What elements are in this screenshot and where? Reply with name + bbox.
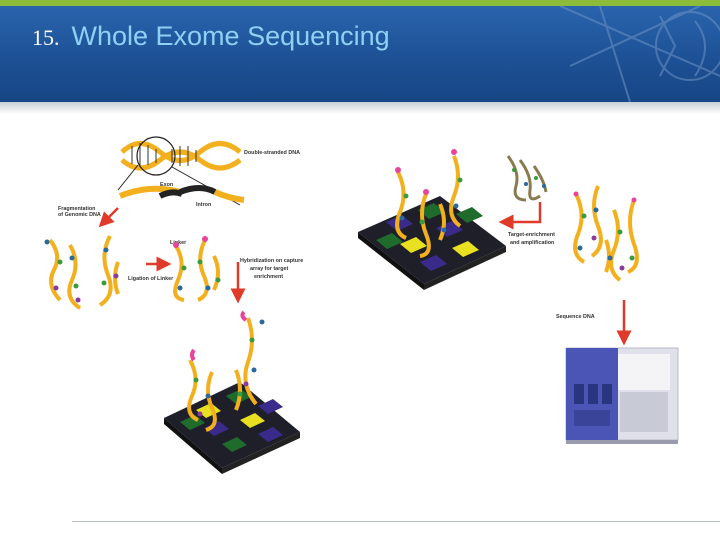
slide-number: 15. <box>32 25 60 50</box>
exon-intron-strand <box>118 185 245 203</box>
label-linker: Linker <box>170 240 187 246</box>
label-sequence: Sequence DNA <box>556 314 595 320</box>
label-hybrid-1: Hybridization on capture <box>240 258 303 264</box>
captured-dna-clump <box>506 155 548 202</box>
amplified-fragments <box>573 185 639 282</box>
label-ligation: Ligation of Linker <box>128 276 174 282</box>
sequencer-machine <box>565 347 679 444</box>
capture-array-top <box>358 149 506 290</box>
label-intron: Intron <box>196 202 211 208</box>
label-hybrid-2: array for target <box>250 266 289 272</box>
arrow-target-enrichment <box>498 202 542 230</box>
header-shadow <box>0 102 720 114</box>
slide-header: 15. Whole Exome Sequencing <box>0 6 720 102</box>
header-logo-watermark <box>559 6 720 102</box>
arrow-fragmentation <box>98 207 119 228</box>
capture-array-bottom <box>164 310 300 474</box>
label-hybrid-3: enrichment <box>254 274 283 280</box>
label-fragmentation-1: Fragmentation <box>58 206 95 212</box>
label-target-1: Target-enrichment <box>508 232 555 238</box>
dna-fragments-linked <box>173 236 221 302</box>
label-target-2: and amplification <box>510 240 554 246</box>
dna-fragments-left <box>44 235 120 310</box>
label-double-stranded: Double-stranded DNA <box>244 150 300 156</box>
slide-title-text: Whole Exome Sequencing <box>71 21 390 51</box>
footer-line <box>72 521 720 522</box>
accent-strip <box>0 0 720 6</box>
page-title: 15. Whole Exome Sequencing <box>32 20 390 52</box>
label-fragmentation-2: of Genomic DNA <box>58 212 101 218</box>
label-exon: Exon <box>160 182 173 188</box>
